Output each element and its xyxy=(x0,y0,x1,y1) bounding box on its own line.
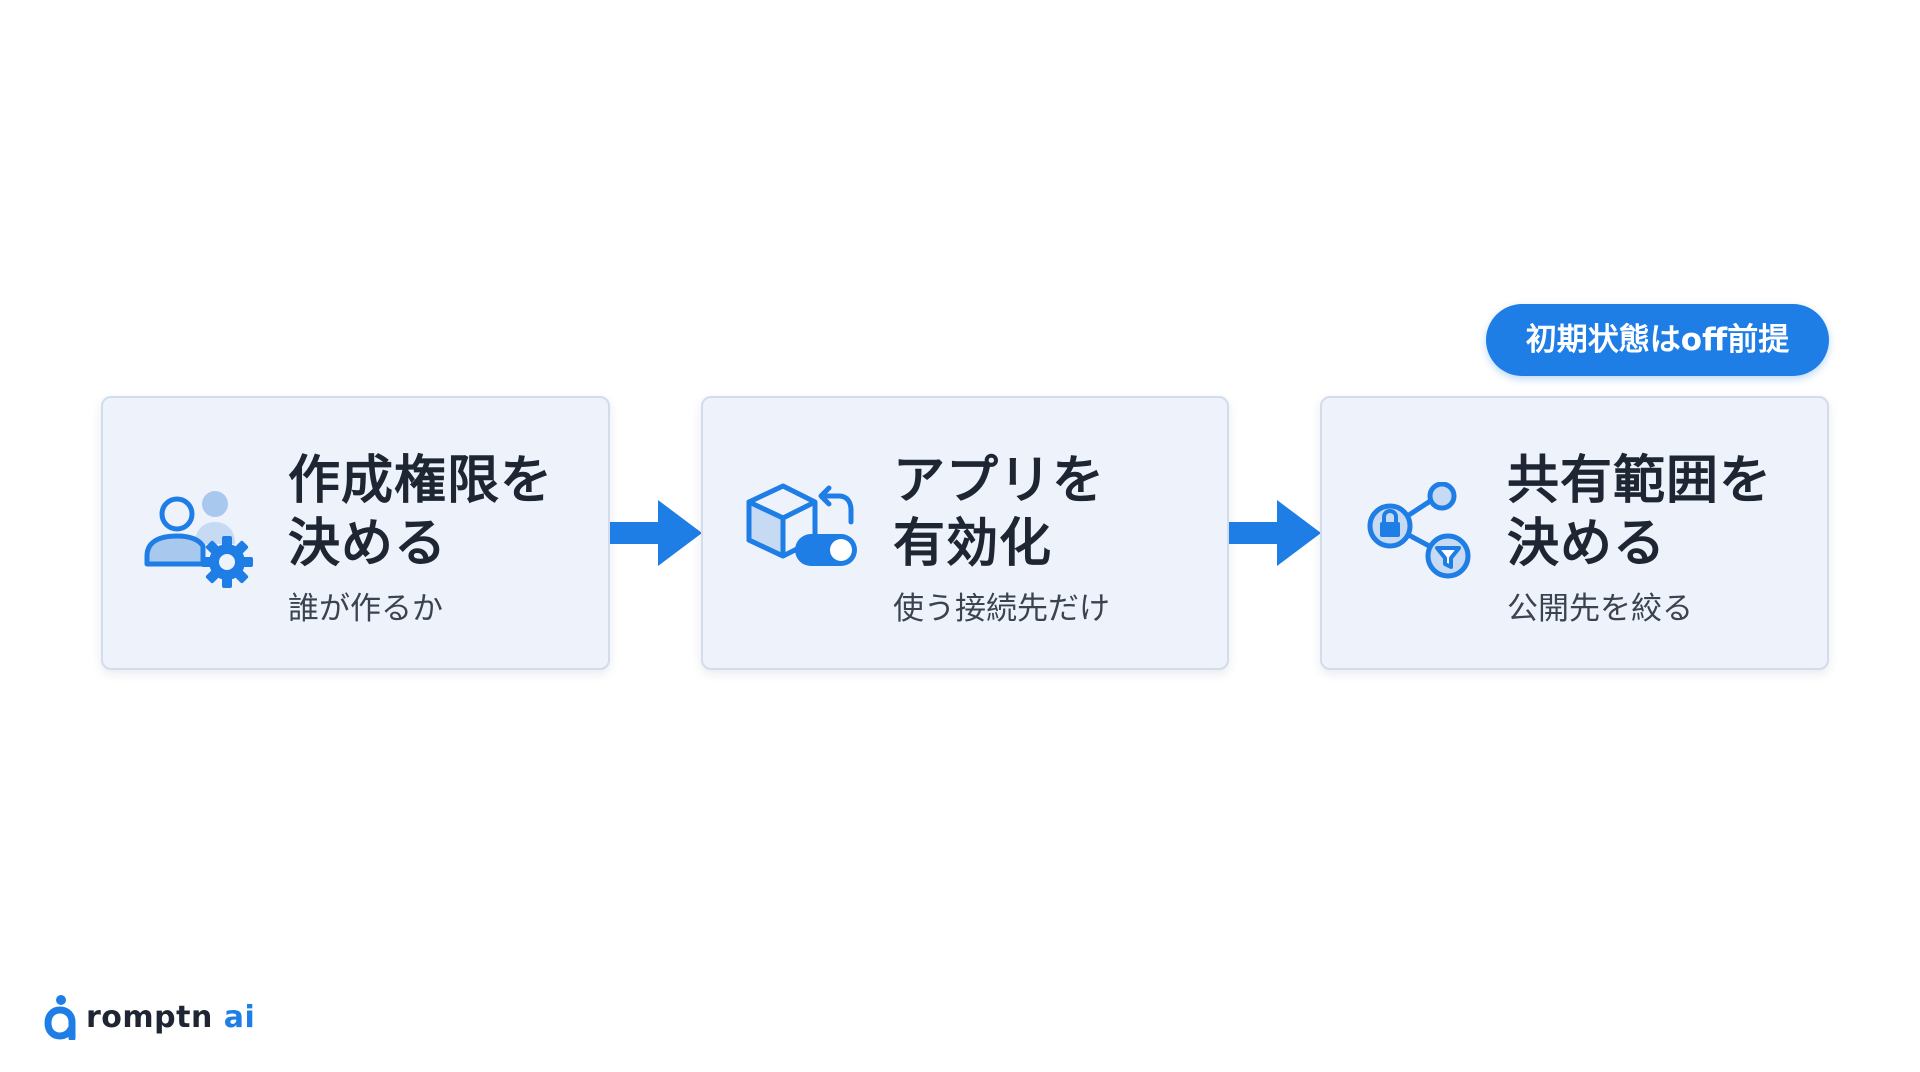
step-title-line1: 作成権限を xyxy=(288,451,554,511)
step-title-line2: 決める xyxy=(288,514,448,574)
step-title-line2: 決める xyxy=(1507,514,1667,574)
brand-name-suffix: ai xyxy=(223,999,256,1035)
step-text: 作成権限を 決める 誰が作るか xyxy=(288,450,553,628)
step-title-line1: 共有範囲を xyxy=(1507,451,1773,511)
arrow-right-icon xyxy=(1229,500,1321,566)
share-filter-icon xyxy=(1367,482,1471,579)
step-subtitle: 公開先を絞る xyxy=(1507,591,1693,627)
step-card-create-permission: 作成権限を 決める 誰が作るか xyxy=(101,396,610,670)
default-off-badge: 初期状態はoff前提 xyxy=(1486,304,1829,376)
step-card-enable-apps: アプリを 有効化 使う接続先だけ xyxy=(701,396,1229,670)
step-title: アプリを 有効化 xyxy=(893,450,1110,576)
app-toggle-icon xyxy=(746,483,857,566)
step-title-line1: アプリを xyxy=(893,451,1106,511)
brand-name: romptn ai xyxy=(86,1000,255,1035)
arrow-right-icon xyxy=(610,500,702,566)
step-subtitle: 使う接続先だけ xyxy=(893,591,1110,627)
step-title: 作成権限を 決める xyxy=(288,450,553,576)
user-settings-icon xyxy=(144,491,253,588)
step-title: 共有範囲を 決める xyxy=(1507,450,1772,576)
step-text: アプリを 有効化 使う接続先だけ xyxy=(893,450,1110,628)
brand-name-main: romptn xyxy=(86,999,213,1035)
step-card-share-scope: 共有範囲を 決める 公開先を絞る xyxy=(1320,396,1829,670)
step-title-line2: 有効化 xyxy=(893,514,1053,574)
step-text: 共有範囲を 決める 公開先を絞る xyxy=(1507,450,1772,628)
brand-mark-icon xyxy=(44,995,76,1040)
brand-logo: romptn ai xyxy=(44,992,255,1042)
step-subtitle: 誰が作るか xyxy=(288,591,443,627)
